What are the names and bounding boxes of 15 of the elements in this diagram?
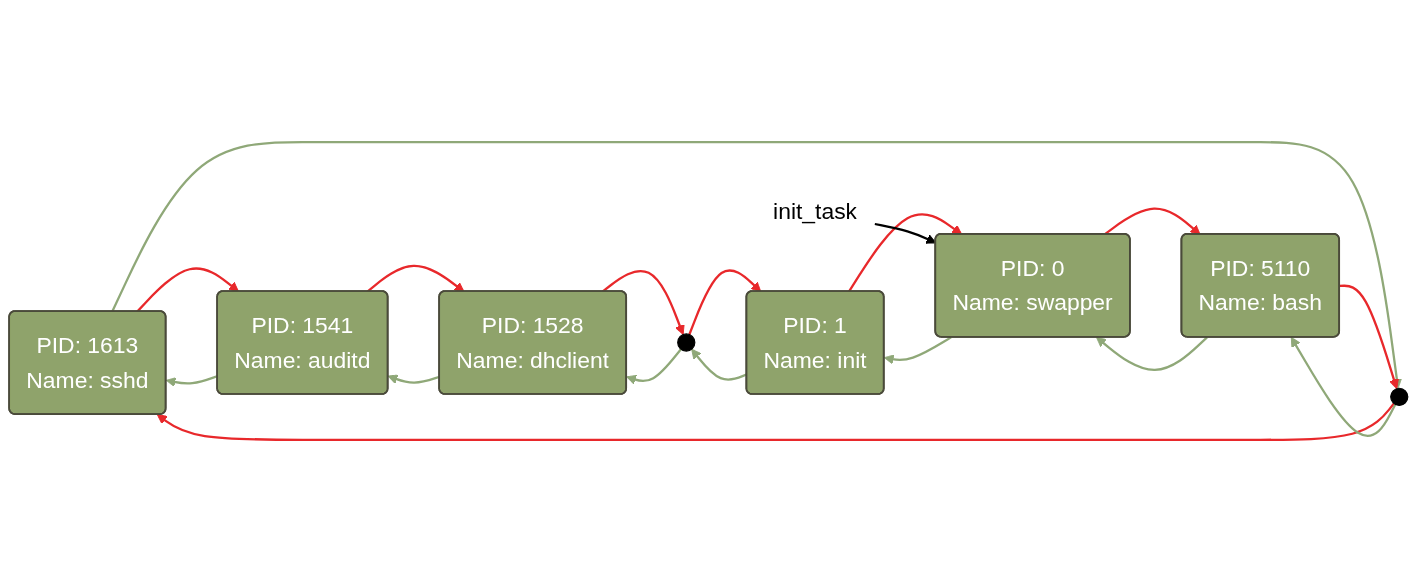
arrow [366,264,465,293]
arrow [156,402,1395,441]
node-circle [677,333,696,352]
arrow [111,141,1402,389]
arrow [626,348,682,385]
arrow [601,269,685,335]
arrow [688,269,762,335]
node-text: init_task [773,198,858,224]
arrow [1096,336,1208,372]
arrow [1339,284,1399,390]
arrow [848,213,963,293]
node-circle [1390,387,1409,407]
arrow [136,267,239,313]
arrow [883,336,952,365]
arrow [1290,336,1397,437]
